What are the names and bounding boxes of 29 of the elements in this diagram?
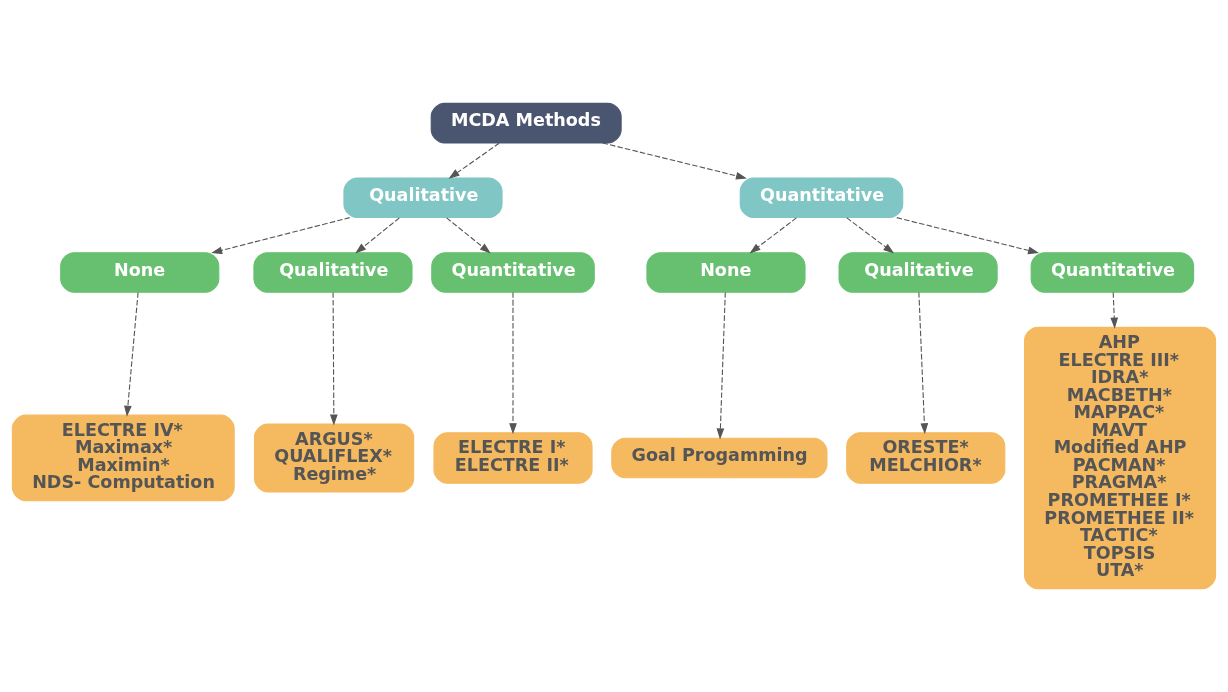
arrow [1110,291,1119,329]
arrow [509,291,517,435]
arrow [355,217,400,254]
arrow [329,291,338,426]
arrow [602,142,747,180]
node-box: Quantitative [431,252,595,293]
arrow [846,217,895,254]
node-box: None [60,252,220,293]
node-box: Goal Progamming [611,437,828,479]
arrow [446,217,491,254]
node-box: Quantitative [739,177,904,219]
node-box: AHP ELECTRE III* IDRA* MACBETH* MAPPAC* MAVT Modified AHP PACMAN* PRAGMA* PROMETHEE I* PROMETHEE II* TACTIC* TOPSIS UTA* [1024,326,1217,590]
node-box: MCDA Methods [430,102,622,144]
node-box: Qualitative [253,252,413,293]
arrow [448,142,500,179]
arrow [716,291,726,440]
node-box: Qualitative [838,252,998,293]
node-box: ORESTE* MELCHIOR* [846,432,1006,484]
arrow [749,217,797,254]
node-box: ARGUS* QUALIFLEX* Regime* [253,423,415,493]
arrow [124,291,139,417]
node-box: ELECTRE IV* Maximax* Maximin* NDS- Computation [11,414,235,502]
arrow [211,217,351,255]
node-box: ELECTRE I* ELECTRE II* [433,432,593,484]
node-box: None [646,252,806,293]
arrow [918,291,929,435]
node-box: Qualitative [343,177,503,219]
arrow [896,217,1040,255]
node-box: Quantitative [1030,252,1195,293]
